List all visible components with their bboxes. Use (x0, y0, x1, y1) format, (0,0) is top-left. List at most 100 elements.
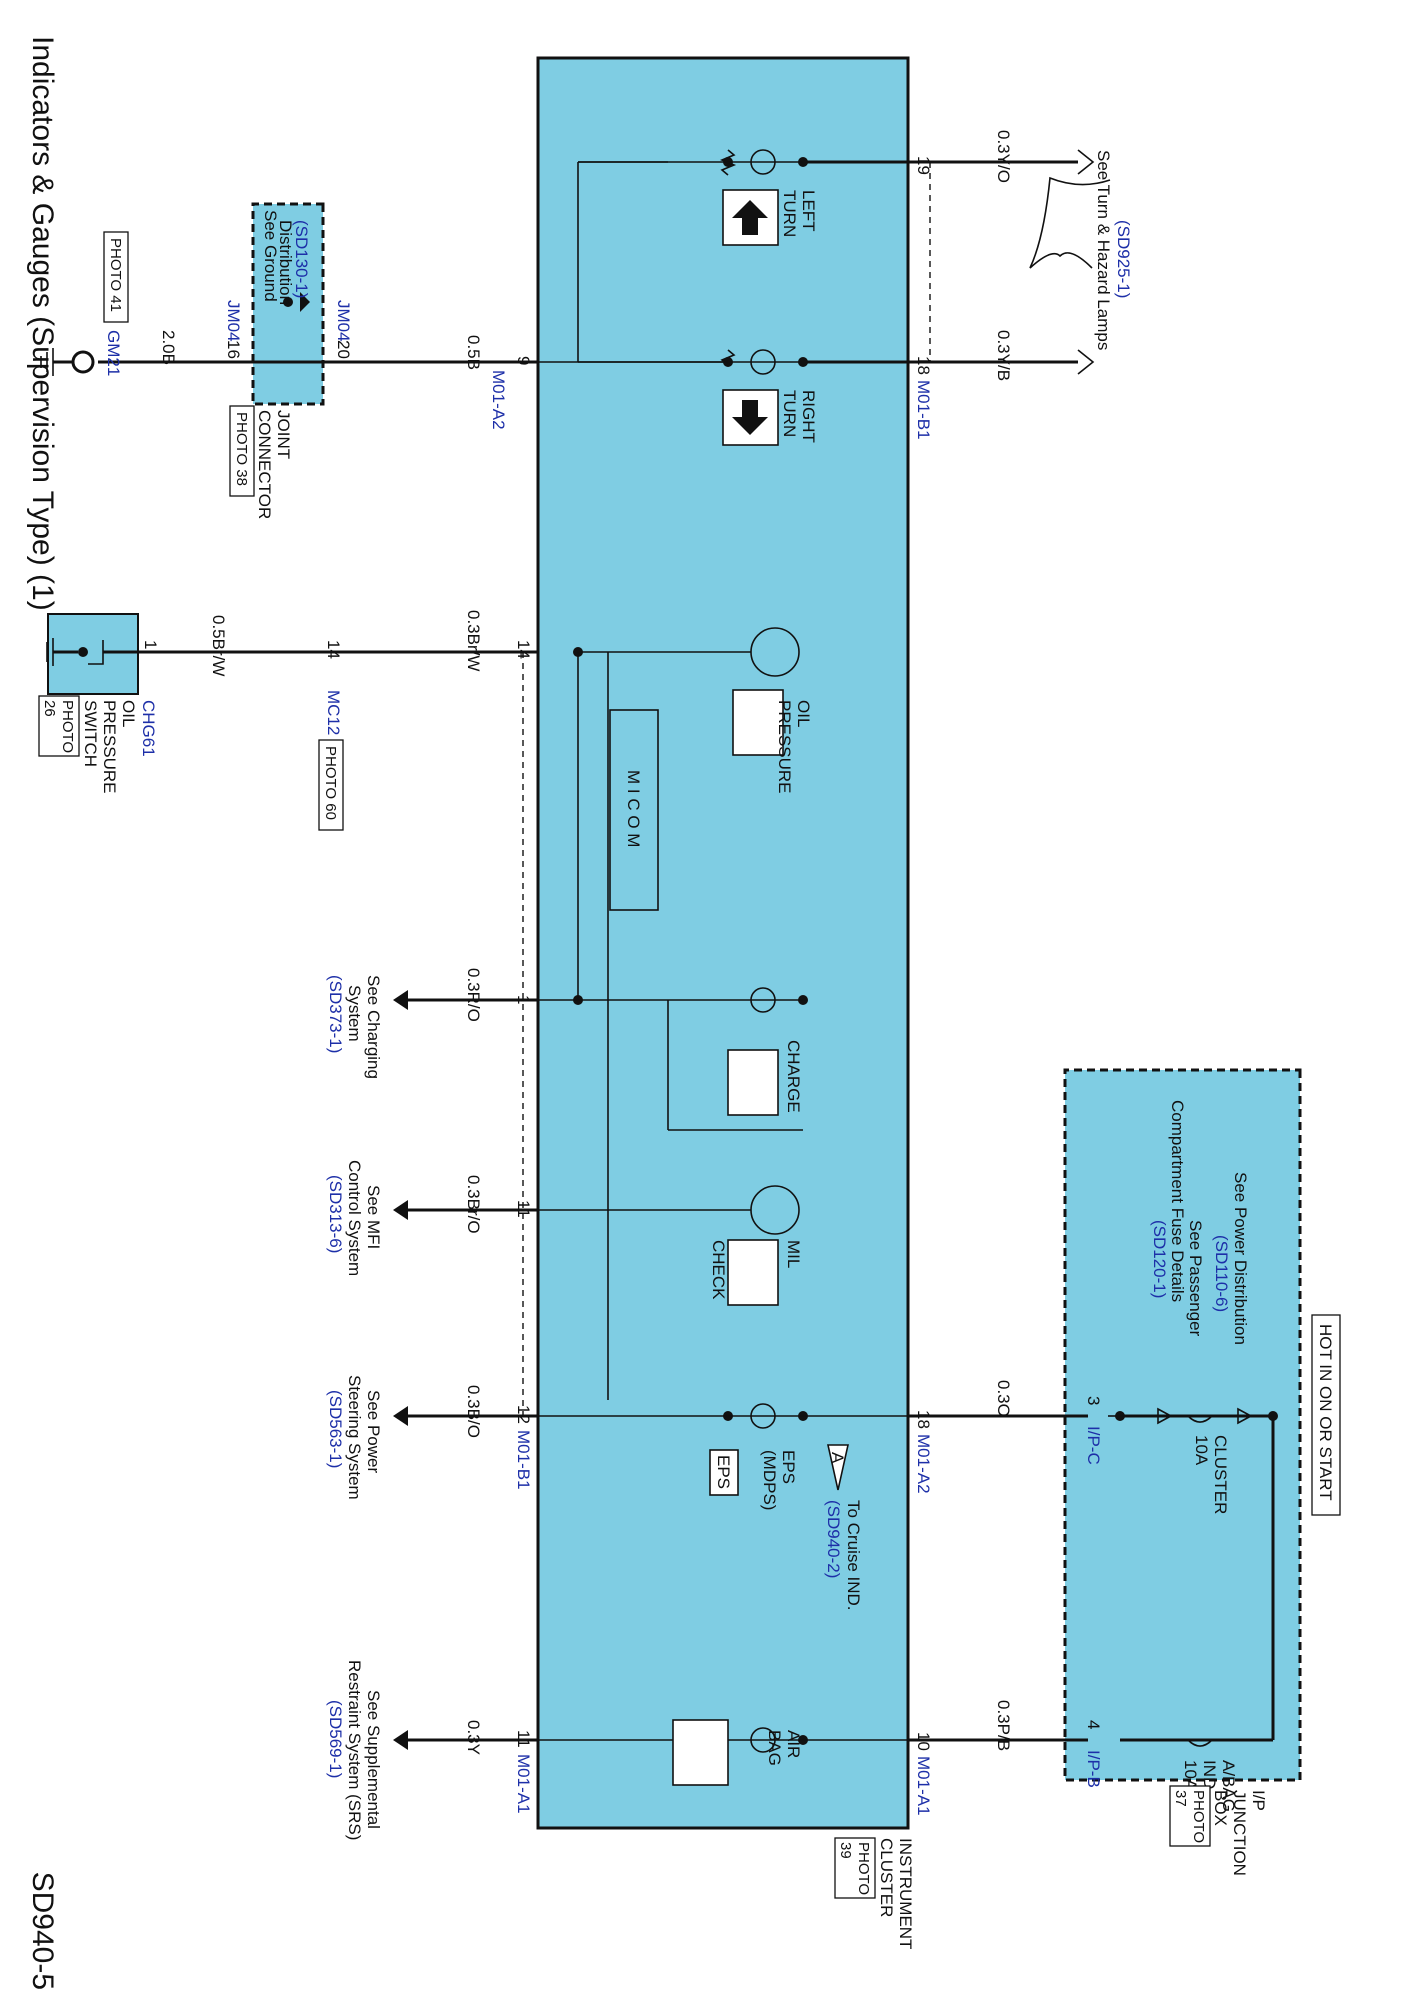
switch-pin-1: 1 (141, 640, 160, 649)
cruise-label: To Cruise IND. (844, 1500, 863, 1611)
mil-label2: CHECK (709, 1240, 728, 1300)
cluster-photo-line2: 39 (837, 1842, 854, 1859)
bottom-pin-12: 12 (514, 1405, 533, 1424)
top-conn-m01b1: M01-B1 (914, 380, 933, 440)
fuse-abag-label1: A/BAG (1219, 1760, 1238, 1812)
joint-label2: CONNECTOR (255, 410, 274, 519)
top-wire-4: 0.3P/B (994, 1700, 1013, 1751)
top-pin-10: 10 (914, 1732, 933, 1751)
ref11b-line2: Restraint System (SRS) (345, 1660, 364, 1840)
battery-icon (727, 1049, 779, 1116)
fuse-ref-line1: See Passenger (1186, 1220, 1205, 1337)
power-ref-code: (SD110-6) (1212, 1235, 1231, 1312)
instrument-cluster-box (536, 56, 910, 1830)
top-wire-1: 0.3Y/O (994, 130, 1013, 183)
joint-photo: PHOTO 38 (233, 412, 250, 486)
jb-label3: BOX (1211, 1790, 1230, 1826)
cluster-label2: CLUSTER (877, 1838, 896, 1917)
ip-pin-3: 3 (1084, 1396, 1103, 1405)
gnd-pin-16: 16 (224, 340, 243, 359)
power-ref-text: See Power Distribution (1231, 1172, 1250, 1345)
fuse-cluster-10a (1148, 1415, 1238, 1423)
gnd-wire: 2.0B (159, 330, 178, 365)
jb-label1: I/P (1249, 1790, 1268, 1811)
jb-photo-box (1169, 1785, 1211, 1847)
page-code: SD940-5 (26, 1872, 59, 1990)
ref11-code: (SD313-6) (326, 1175, 345, 1253)
top-conn-m01a2: M01-A2 (914, 1434, 933, 1494)
switch-wire: 0.5Br/W (209, 615, 228, 676)
mc-photo-box (318, 739, 344, 831)
ref1-line2: System (345, 985, 364, 1042)
bottom-wire-11b: 0.3Y (464, 1720, 483, 1755)
bottom-conn-9: M01-A2 (489, 370, 508, 430)
micom-block (609, 709, 659, 911)
switch-photo-line2: 26 (41, 700, 58, 717)
bottom-wire-11: 0.3Br/O (464, 1175, 483, 1234)
ip-pin-4: 4 (1084, 1720, 1103, 1729)
switch-label1: OIL (119, 700, 138, 727)
oil-pressure-label2: PRESSURE (775, 700, 794, 794)
bottom-pin-14: 14 (514, 640, 533, 659)
joint-photo-box (229, 405, 255, 497)
turn-ref-code: (SD925-1) (1114, 220, 1133, 298)
bottom-wire-1: 0.3R/O (464, 968, 483, 1022)
mc-conn: MC12 (324, 690, 343, 735)
micom-label: M I C O M (624, 770, 643, 847)
eps-label2: (MDPS) (760, 1450, 779, 1510)
gnd-photo: PHOTO 41 (107, 238, 124, 312)
jb-label2: JUNCTION (1230, 1790, 1249, 1876)
ref12-line2: Steering System (345, 1375, 364, 1500)
ip-junction-box (1063, 1068, 1302, 1782)
oil-pressure-label1: OIL (794, 700, 813, 727)
gnd-jm04-b: JM04 (224, 300, 243, 342)
fuse-abag-label3: 10A (1181, 1760, 1200, 1791)
ip-conn-b: I/P-B (1084, 1750, 1103, 1788)
eps-label1: EPS (779, 1450, 798, 1484)
engine-icon (727, 1239, 779, 1306)
airbag-icon (672, 1719, 729, 1786)
top-wire-2: 0.3Y/B (994, 330, 1013, 381)
fuse-abag-10a (1148, 1739, 1238, 1747)
right-turn-label1: RIGHT (799, 390, 818, 443)
mc-pin-14: 14 (324, 640, 343, 659)
gnd-photo-box (103, 231, 129, 323)
ref1-code: (SD373-1) (326, 975, 345, 1053)
jb-photo-line1: PHOTO (1190, 1790, 1207, 1843)
cluster-photo-line1: PHOTO (855, 1842, 872, 1895)
gnd-box-line2: Distribution (276, 220, 295, 305)
ip-conn-c: I/P-C (1084, 1426, 1103, 1465)
bottom-conn-11b: M01-A1 (514, 1754, 533, 1814)
ref11-line2: Control System (345, 1160, 364, 1276)
airbag-label1: AIR (784, 1730, 803, 1758)
top-conn-m01a1: M01-A1 (914, 1756, 933, 1816)
bottom-pin-1: 1 (514, 995, 533, 1004)
cruise-letter: A (828, 1452, 847, 1464)
switch-label2: PRESSURE (100, 700, 119, 794)
fuse-cluster-label2: 10A (1192, 1435, 1211, 1466)
top-pin-18: 18 (914, 356, 933, 375)
top-wire-3: 0.3O (994, 1380, 1013, 1417)
airbag-label2: BAG (765, 1730, 784, 1766)
ref12-line1: See Power (364, 1390, 383, 1473)
bottom-wire-9: 0.5B (464, 335, 483, 370)
hot-in-label: HOT IN ON OR START (1316, 1324, 1335, 1501)
ref1-line1: See Charging (364, 975, 383, 1079)
fuse-ref-line2: Compartment Fuse Details (1168, 1100, 1187, 1302)
left-turn-label1: LEFT (799, 190, 818, 232)
ref11b-line1: See Supplemental (364, 1690, 383, 1829)
mil-label1: MIL (784, 1240, 803, 1268)
top-pin-19: 19 (914, 156, 933, 175)
left-turn-label2: TURN (780, 190, 799, 237)
fuse-cluster-label1: CLUSTER (1211, 1435, 1230, 1514)
gnd-id: GM21 (104, 330, 123, 376)
fuse-abag-label2: IND (1200, 1760, 1219, 1789)
switch-photo-line1: PHOTO (59, 700, 76, 753)
gnd-box-line1: See Ground (261, 210, 280, 302)
top-pin-18b: 18 (914, 1410, 933, 1429)
joint-label1: JOINT (274, 410, 293, 459)
eps-badge: EPS (714, 1455, 733, 1489)
gnd-box-code: (SD130-1) (292, 220, 311, 298)
